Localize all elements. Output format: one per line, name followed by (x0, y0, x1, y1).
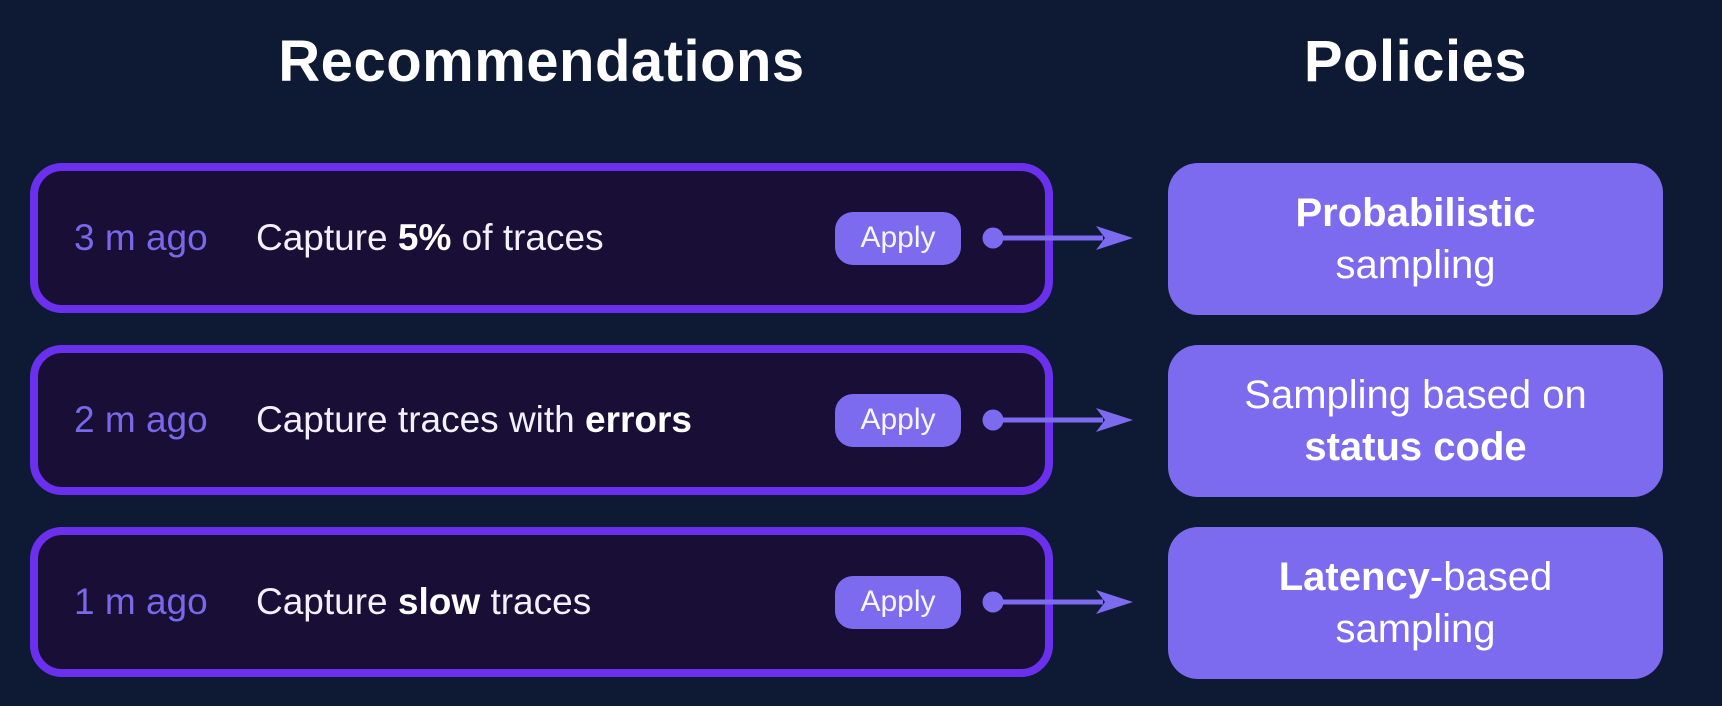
policy-line: status code (1304, 421, 1526, 473)
policy-line: sampling (1335, 239, 1495, 291)
desc-text: Capture (256, 217, 398, 258)
recommendations-title: Recommendations (278, 29, 805, 94)
policies-title: Policies (1303, 29, 1528, 94)
recommendation-time: 2 m ago (74, 399, 208, 440)
policy-line: Sampling based on (1244, 369, 1586, 421)
apply-button[interactable]: Apply (835, 393, 961, 447)
policy-bold-text: status code (1304, 425, 1527, 469)
recommendation-card: 1 m ago Capture slow traces Apply (30, 527, 1053, 677)
desc-text: traces (480, 581, 592, 622)
policy-bold-text: Latency (1278, 555, 1430, 599)
recommendation-time: 3 m ago (74, 217, 208, 258)
desc-text: Capture (256, 581, 398, 622)
apply-button[interactable]: Apply (835, 575, 961, 629)
desc-bold-text: 5% (397, 217, 452, 258)
recommendation-description: Capture traces with errors (256, 399, 835, 441)
policy-text: Sampling based on (1244, 373, 1587, 417)
desc-bold-text: slow (397, 581, 481, 622)
policy-line: Probabilistic (1295, 187, 1535, 239)
policy-text: -based (1429, 555, 1553, 599)
recommendation-card: 3 m ago Capture 5% of traces Apply (30, 163, 1053, 313)
recommendation-time: 1 m ago (74, 581, 208, 622)
desc-text: of traces (451, 217, 604, 258)
policy-card: Latency-based sampling (1168, 527, 1663, 679)
apply-button[interactable]: Apply (835, 211, 961, 265)
policy-text: sampling (1335, 607, 1496, 651)
desc-bold-text: errors (585, 399, 692, 440)
policy-line: sampling (1335, 603, 1495, 655)
desc-text: Capture traces with (256, 399, 586, 440)
recommendation-description: Capture 5% of traces (256, 217, 835, 259)
recommendation-card: 2 m ago Capture traces with errors Apply (30, 345, 1053, 495)
policy-bold-text: Probabilistic (1295, 191, 1536, 235)
recommendation-description: Capture slow traces (256, 581, 835, 623)
policy-card: Sampling based on status code (1168, 345, 1663, 497)
policy-line: Latency-based (1279, 551, 1552, 603)
policy-text: sampling (1335, 243, 1496, 287)
policy-card: Probabilistic sampling (1168, 163, 1663, 315)
